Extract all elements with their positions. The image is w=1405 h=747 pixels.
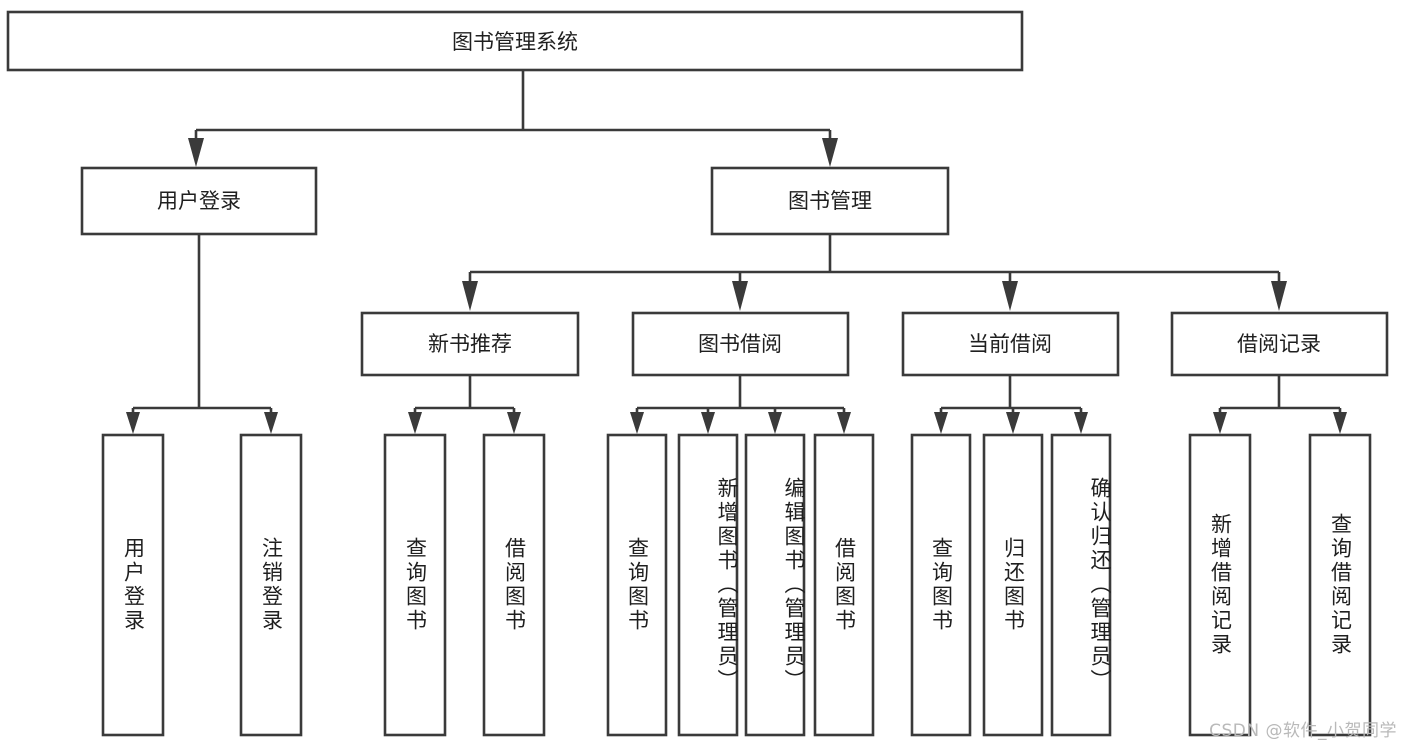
node-user-login[interactable]: 用户登录	[80, 166, 318, 236]
arrowhead-leaf-query-borrow-record	[1333, 412, 1347, 434]
arrowhead-current-borrow	[1002, 281, 1018, 311]
node-new-book-recommend-box[interactable]	[360, 311, 580, 377]
arrowhead-new-book-recommend	[462, 281, 478, 311]
connector-group-user-login	[126, 234, 278, 434]
node-book-borrow[interactable]: 图书借阅	[631, 311, 850, 377]
node-new-book-recommend[interactable]: 新书推荐	[360, 311, 580, 377]
arrowhead-leaf-borrow-book-2	[837, 412, 851, 434]
node-leaf-return-book-box[interactable]	[982, 433, 1044, 737]
arrowhead-book-management	[822, 138, 838, 167]
node-leaf-edit-book-admin-box[interactable]	[744, 433, 806, 737]
node-leaf-query-book-3-box[interactable]	[910, 433, 972, 737]
node-leaf-logout-box[interactable]	[239, 433, 303, 737]
connector-group-book-borrow	[630, 375, 851, 434]
arrowhead-leaf-return-book	[1006, 412, 1020, 434]
arrowhead-leaf-add-borrow-record	[1213, 412, 1227, 434]
node-leaf-query-borrow-record-box[interactable]	[1308, 433, 1372, 737]
node-leaf-user-login-box[interactable]	[101, 433, 165, 737]
node-current-borrow[interactable]: 当前借阅	[901, 311, 1120, 377]
node-book-borrow-label: 图书借阅	[698, 332, 782, 356]
node-borrow-record-box[interactable]	[1170, 311, 1389, 377]
arrowhead-leaf-query-book-1	[408, 412, 422, 434]
arrowhead-borrow-record	[1271, 281, 1287, 311]
node-leaf-borrow-book-1-box[interactable]	[482, 433, 546, 737]
node-current-borrow-box[interactable]	[901, 311, 1120, 377]
node-leaf-add-borrow-record-box[interactable]	[1188, 433, 1252, 737]
arrowhead-leaf-borrow-book-1	[507, 412, 521, 434]
arrowhead-leaf-query-book-3	[934, 412, 948, 434]
node-root-box[interactable]	[6, 10, 1024, 72]
node-user-login-label: 用户登录	[157, 189, 241, 213]
connector-group-borrow-record	[1213, 375, 1347, 434]
node-borrow-record[interactable]: 借阅记录	[1170, 311, 1389, 377]
node-leaf-confirm-return-admin-box[interactable]	[1050, 433, 1112, 737]
arrowhead-leaf-logout	[264, 412, 278, 434]
connector-group-current-borrow	[934, 375, 1088, 434]
node-book-management-label: 图书管理	[788, 189, 872, 213]
connector-group-book-management	[462, 234, 1287, 311]
node-new-book-recommend-label: 新书推荐	[428, 332, 512, 356]
arrowhead-user-login	[188, 138, 204, 167]
arrowhead-leaf-edit-book-admin	[768, 412, 782, 434]
arrowhead-leaf-user-login	[126, 412, 140, 434]
connector-group-new-book-recommend	[408, 375, 521, 434]
node-leaf-query-book-1-box[interactable]	[383, 433, 447, 737]
node-user-login-box[interactable]	[80, 166, 318, 236]
node-current-borrow-label: 当前借阅	[968, 332, 1052, 356]
node-leaf-add-book-admin-box[interactable]	[677, 433, 739, 737]
node-leaf-borrow-book-2-box[interactable]	[813, 433, 875, 737]
arrowhead-leaf-query-book-2	[630, 412, 644, 434]
node-leaf-query-book-2-box[interactable]	[606, 433, 668, 737]
arrowhead-leaf-add-book-admin	[701, 412, 715, 434]
node-book-management[interactable]: 图书管理	[710, 166, 950, 236]
node-book-management-box[interactable]	[710, 166, 950, 236]
watermark-text: CSDN @软件_小贺同学	[1209, 721, 1397, 741]
node-borrow-record-label: 借阅记录	[1237, 332, 1321, 356]
node-root[interactable]: 图书管理系统	[6, 10, 1024, 72]
arrowhead-leaf-confirm-return-admin	[1074, 412, 1088, 434]
node-book-borrow-box[interactable]	[631, 311, 850, 377]
node-root-label: 图书管理系统	[452, 30, 578, 54]
arrowhead-book-borrow	[732, 281, 748, 311]
connector-group-root	[188, 70, 838, 167]
